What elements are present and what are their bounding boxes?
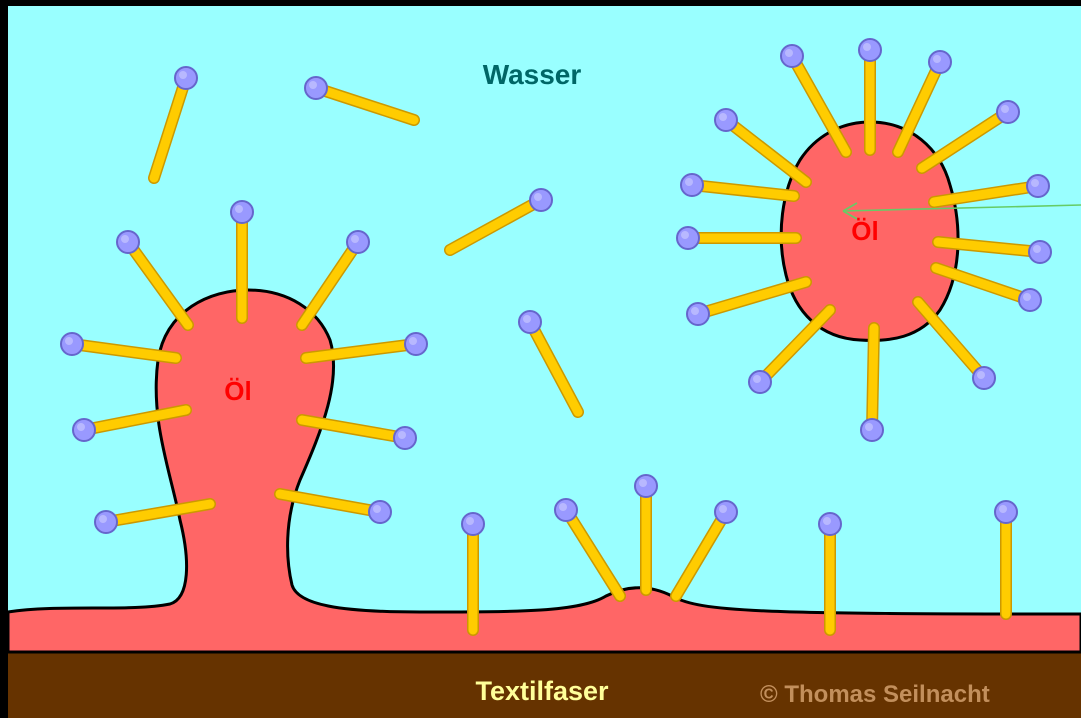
tenside-head [73,419,95,441]
tenside-head-highlight [77,423,85,431]
tenside-head [95,511,117,533]
tenside-head-highlight [309,81,317,89]
tenside-head [635,475,657,497]
tenside-head [394,427,416,449]
water-label: Wasser [483,59,582,90]
tenside-head [231,201,253,223]
tenside-head-highlight [534,193,542,201]
tenside-head [861,419,883,441]
tenside-head [677,227,699,249]
tenside-head [369,501,391,523]
tenside-head-highlight [719,113,727,121]
tenside-head-highlight [235,205,243,213]
tenside-head [117,231,139,253]
tenside-head [781,45,803,67]
tenside-head [555,499,577,521]
oil-label-right: Öl [851,216,878,246]
tenside-head-highlight [639,479,647,487]
tenside-head-highlight [65,337,73,345]
tenside-head-highlight [691,307,699,315]
tenside-head [995,501,1017,523]
tenside-head-highlight [559,503,567,511]
tenside-head-highlight [823,517,831,525]
tenside-head-highlight [785,49,793,57]
tenside-head [715,501,737,523]
tenside-head-highlight [373,505,381,513]
tenside-head [715,109,737,131]
tenside-head [997,101,1019,123]
tenside-head [175,67,197,89]
tenside-head [1019,289,1041,311]
tenside-head [973,367,995,389]
tenside-head [819,513,841,535]
tenside-head-highlight [753,375,761,383]
tenside-head-highlight [1031,179,1039,187]
tenside-head-highlight [99,515,107,523]
tenside-head-highlight [179,71,187,79]
tenside-head [347,231,369,253]
tenside-head-highlight [999,505,1007,513]
tenside-head-highlight [523,315,531,323]
tenside-tail [872,328,874,430]
tenside-head [687,303,709,325]
tenside-head [519,311,541,333]
tenside-head [61,333,83,355]
tenside-head-highlight [863,43,871,51]
tenside-head [681,174,703,196]
tenside-head [929,51,951,73]
tenside-head [1027,175,1049,197]
tenside-head [305,77,327,99]
tenside-head-highlight [398,431,406,439]
tenside-head [749,371,771,393]
tenside-head-highlight [1001,105,1009,113]
tenside-head-highlight [977,371,985,379]
tenside-head [1029,241,1051,263]
tenside-head-highlight [719,505,727,513]
tenside-head-highlight [685,178,693,186]
tenside-head-highlight [121,235,129,243]
tenside-head-highlight [351,235,359,243]
tenside-head [530,189,552,211]
tenside-head-highlight [1033,245,1041,253]
tenside-head-highlight [466,517,474,525]
tenside-head [462,513,484,535]
oil-label-left: Öl [224,376,251,406]
tenside-head-highlight [409,337,417,345]
copyright-label: © Thomas Seilnacht [760,681,990,708]
tenside-head-highlight [1023,293,1031,301]
tenside-head-highlight [933,55,941,63]
tenside-head [405,333,427,355]
fiber-label: Textilfaser [475,676,609,706]
tenside-head [859,39,881,61]
tenside-head-highlight [865,423,873,431]
tenside-head-highlight [681,231,689,239]
